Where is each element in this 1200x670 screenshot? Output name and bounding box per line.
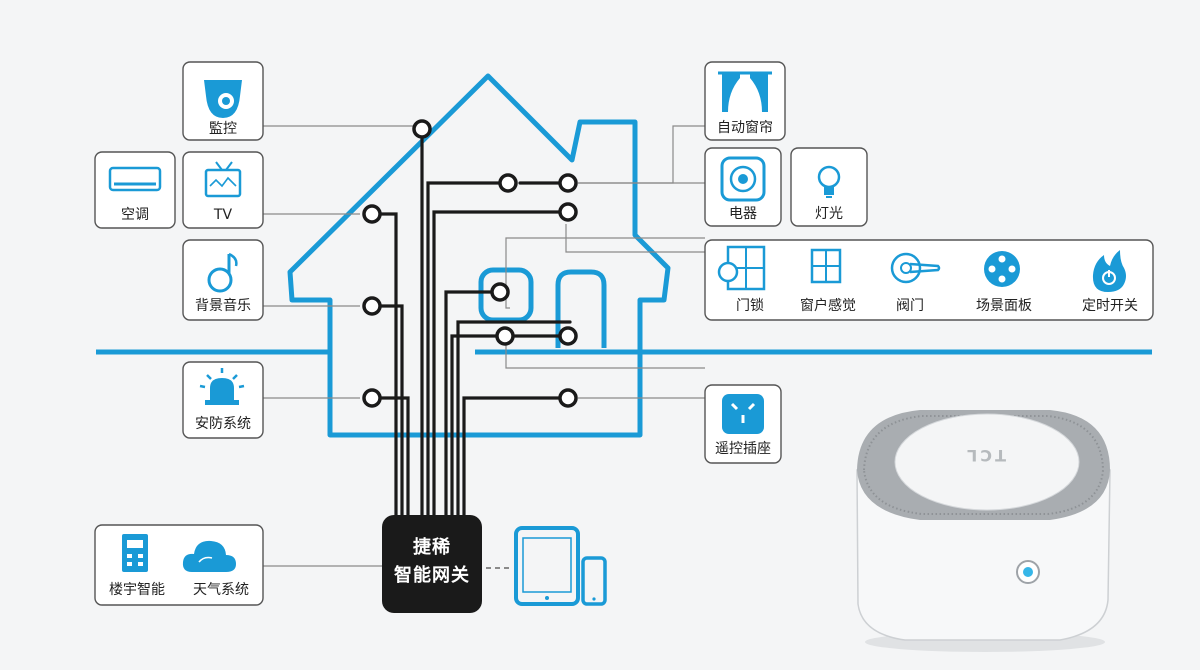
label-valve: 阀门	[896, 298, 924, 314]
music-icon	[207, 252, 238, 293]
window-icon	[810, 248, 842, 284]
door-lock-icon	[717, 245, 766, 291]
house-outline	[287, 73, 671, 438]
tablet-icon	[514, 526, 580, 606]
product-brand-logo: TCL	[964, 446, 1006, 465]
label-security: 安防系统	[195, 416, 251, 432]
curtain-icon	[718, 71, 772, 112]
cloud-icon	[182, 540, 236, 572]
label-building: 楼宇智能	[109, 582, 165, 598]
nodes	[362, 119, 578, 408]
phone-icon	[581, 556, 607, 606]
tv-icon	[204, 161, 242, 198]
label-tv: TV	[213, 207, 233, 223]
label-window-sensor: 窗户感觉	[800, 298, 856, 314]
gateway-product	[856, 410, 1111, 652]
gateway-title-line2: 智能网关	[394, 565, 470, 586]
label-scene-panel: 场景面板	[976, 298, 1032, 314]
scene-panel-icon	[984, 251, 1020, 287]
label-air-conditioner: 空调	[121, 207, 149, 223]
socket-icon	[722, 394, 764, 434]
light-bulb-icon	[817, 165, 841, 198]
label-remote-socket: 遥控插座	[715, 441, 771, 457]
label-timer-switch: 定时开关	[1082, 298, 1138, 314]
label-door-lock: 门锁	[736, 298, 764, 314]
valve-icon	[890, 252, 941, 284]
air-conditioner-icon	[108, 166, 162, 192]
alarm-icon	[199, 368, 245, 405]
label-background-music: 背景音乐	[195, 298, 251, 314]
bus-lines	[370, 136, 572, 517]
label-appliance: 电器	[729, 206, 757, 222]
label-monitor: 監控	[209, 121, 237, 137]
house-door	[555, 269, 607, 348]
gateway-box	[382, 515, 482, 613]
label-weather: 天气系统	[193, 582, 249, 598]
label-light: 灯光	[815, 206, 843, 222]
gateway-title-line1: 捷稀	[413, 537, 451, 558]
building-icon	[122, 534, 148, 572]
camera-icon	[204, 80, 242, 118]
appliance-icon	[720, 156, 766, 202]
timer-switch-icon	[1092, 250, 1126, 292]
label-curtain: 自动窗帘	[717, 120, 773, 136]
